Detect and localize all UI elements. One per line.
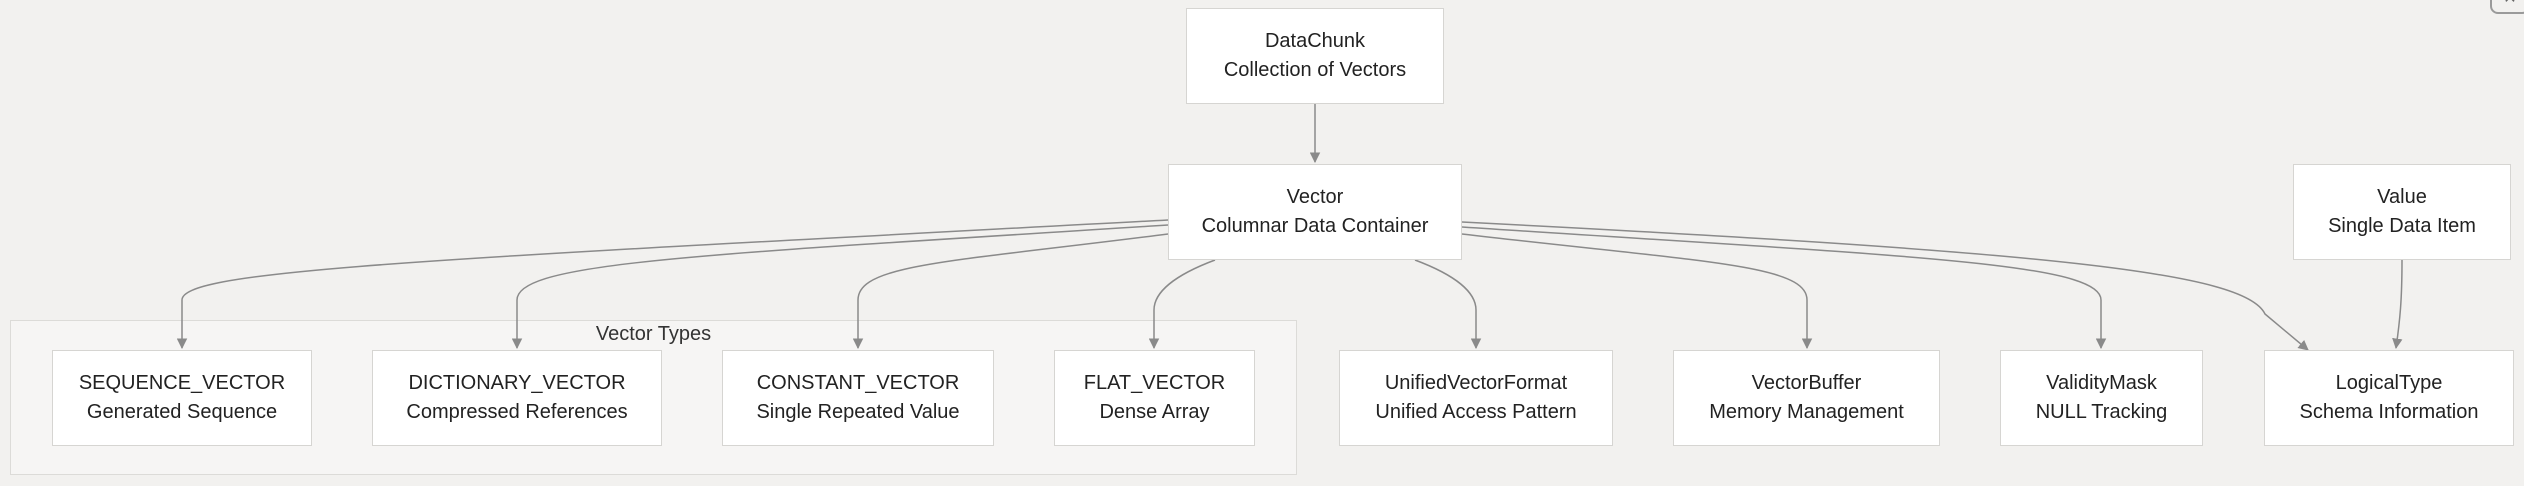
node-logical-type: LogicalType Schema Information bbox=[2264, 350, 2514, 446]
node-validity-mask: ValidityMask NULL Tracking bbox=[2000, 350, 2203, 446]
node-dictionary-title: DICTIONARY_VECTOR bbox=[408, 372, 626, 394]
node-datachunk-subtitle: Collection of Vectors bbox=[1223, 59, 1407, 81]
edge-value-logicaltype bbox=[2392, 259, 2403, 350]
node-vector-title: Vector bbox=[1286, 186, 1344, 208]
node-sequence-subtitle: Generated Sequence bbox=[86, 401, 278, 423]
cluster-label: Vector Types bbox=[595, 323, 712, 345]
edge-vector-validity bbox=[1461, 226, 2107, 350]
node-validity-subtitle: NULL Tracking bbox=[2035, 401, 2168, 423]
node-unified-subtitle: Unified Access Pattern bbox=[1375, 401, 1577, 423]
node-buffer-subtitle: Memory Management bbox=[1709, 401, 1904, 423]
node-datachunk-title: DataChunk bbox=[1264, 30, 1366, 52]
node-unified-title: UnifiedVectorFormat bbox=[1384, 372, 1568, 394]
edge-vector-unified bbox=[1414, 259, 1482, 350]
node-validity-title: ValidityMask bbox=[2046, 372, 2157, 394]
edge-vector-logicaltype bbox=[1461, 221, 2309, 351]
node-buffer-title: VectorBuffer bbox=[1751, 372, 1862, 394]
node-flat-subtitle: Dense Array bbox=[1099, 401, 1210, 423]
node-sequence-vector: SEQUENCE_VECTOR Generated Sequence bbox=[52, 350, 312, 446]
node-datachunk: DataChunk Collection of Vectors bbox=[1186, 8, 1444, 104]
node-constant-vector: CONSTANT_VECTOR Single Repeated Value bbox=[722, 350, 994, 446]
node-value: Value Single Data Item bbox=[2293, 164, 2511, 260]
edge-vector-constant bbox=[852, 233, 1169, 350]
node-flat-vector: FLAT_VECTOR Dense Array bbox=[1054, 350, 1255, 446]
node-sequence-title: SEQUENCE_VECTOR bbox=[78, 372, 286, 394]
node-value-subtitle: Single Data Item bbox=[2328, 215, 2476, 237]
node-unified-vector-format: UnifiedVectorFormat Unified Access Patte… bbox=[1339, 350, 1613, 446]
edge-vector-dictionary bbox=[511, 224, 1169, 350]
edge-vector-flat bbox=[1148, 259, 1216, 350]
node-dictionary-subtitle: Compressed References bbox=[406, 401, 628, 423]
node-value-title: Value bbox=[2377, 186, 2427, 208]
node-constant-title: CONSTANT_VECTOR bbox=[756, 372, 960, 394]
node-logicaltype-title: LogicalType bbox=[2335, 372, 2443, 394]
node-vector: Vector Columnar Data Container bbox=[1168, 164, 1462, 260]
close-icon[interactable]: ✕ bbox=[2490, 0, 2524, 14]
node-vector-subtitle: Columnar Data Container bbox=[1201, 215, 1429, 237]
node-logicaltype-subtitle: Schema Information bbox=[2299, 401, 2479, 423]
edge-vector-sequence bbox=[176, 219, 1169, 350]
node-dictionary-vector: DICTIONARY_VECTOR Compressed References bbox=[372, 350, 662, 446]
node-flat-title: FLAT_VECTOR bbox=[1083, 372, 1226, 394]
node-constant-subtitle: Single Repeated Value bbox=[756, 401, 960, 423]
edge-vector-buffer bbox=[1461, 233, 1813, 350]
node-vector-buffer: VectorBuffer Memory Management bbox=[1673, 350, 1940, 446]
